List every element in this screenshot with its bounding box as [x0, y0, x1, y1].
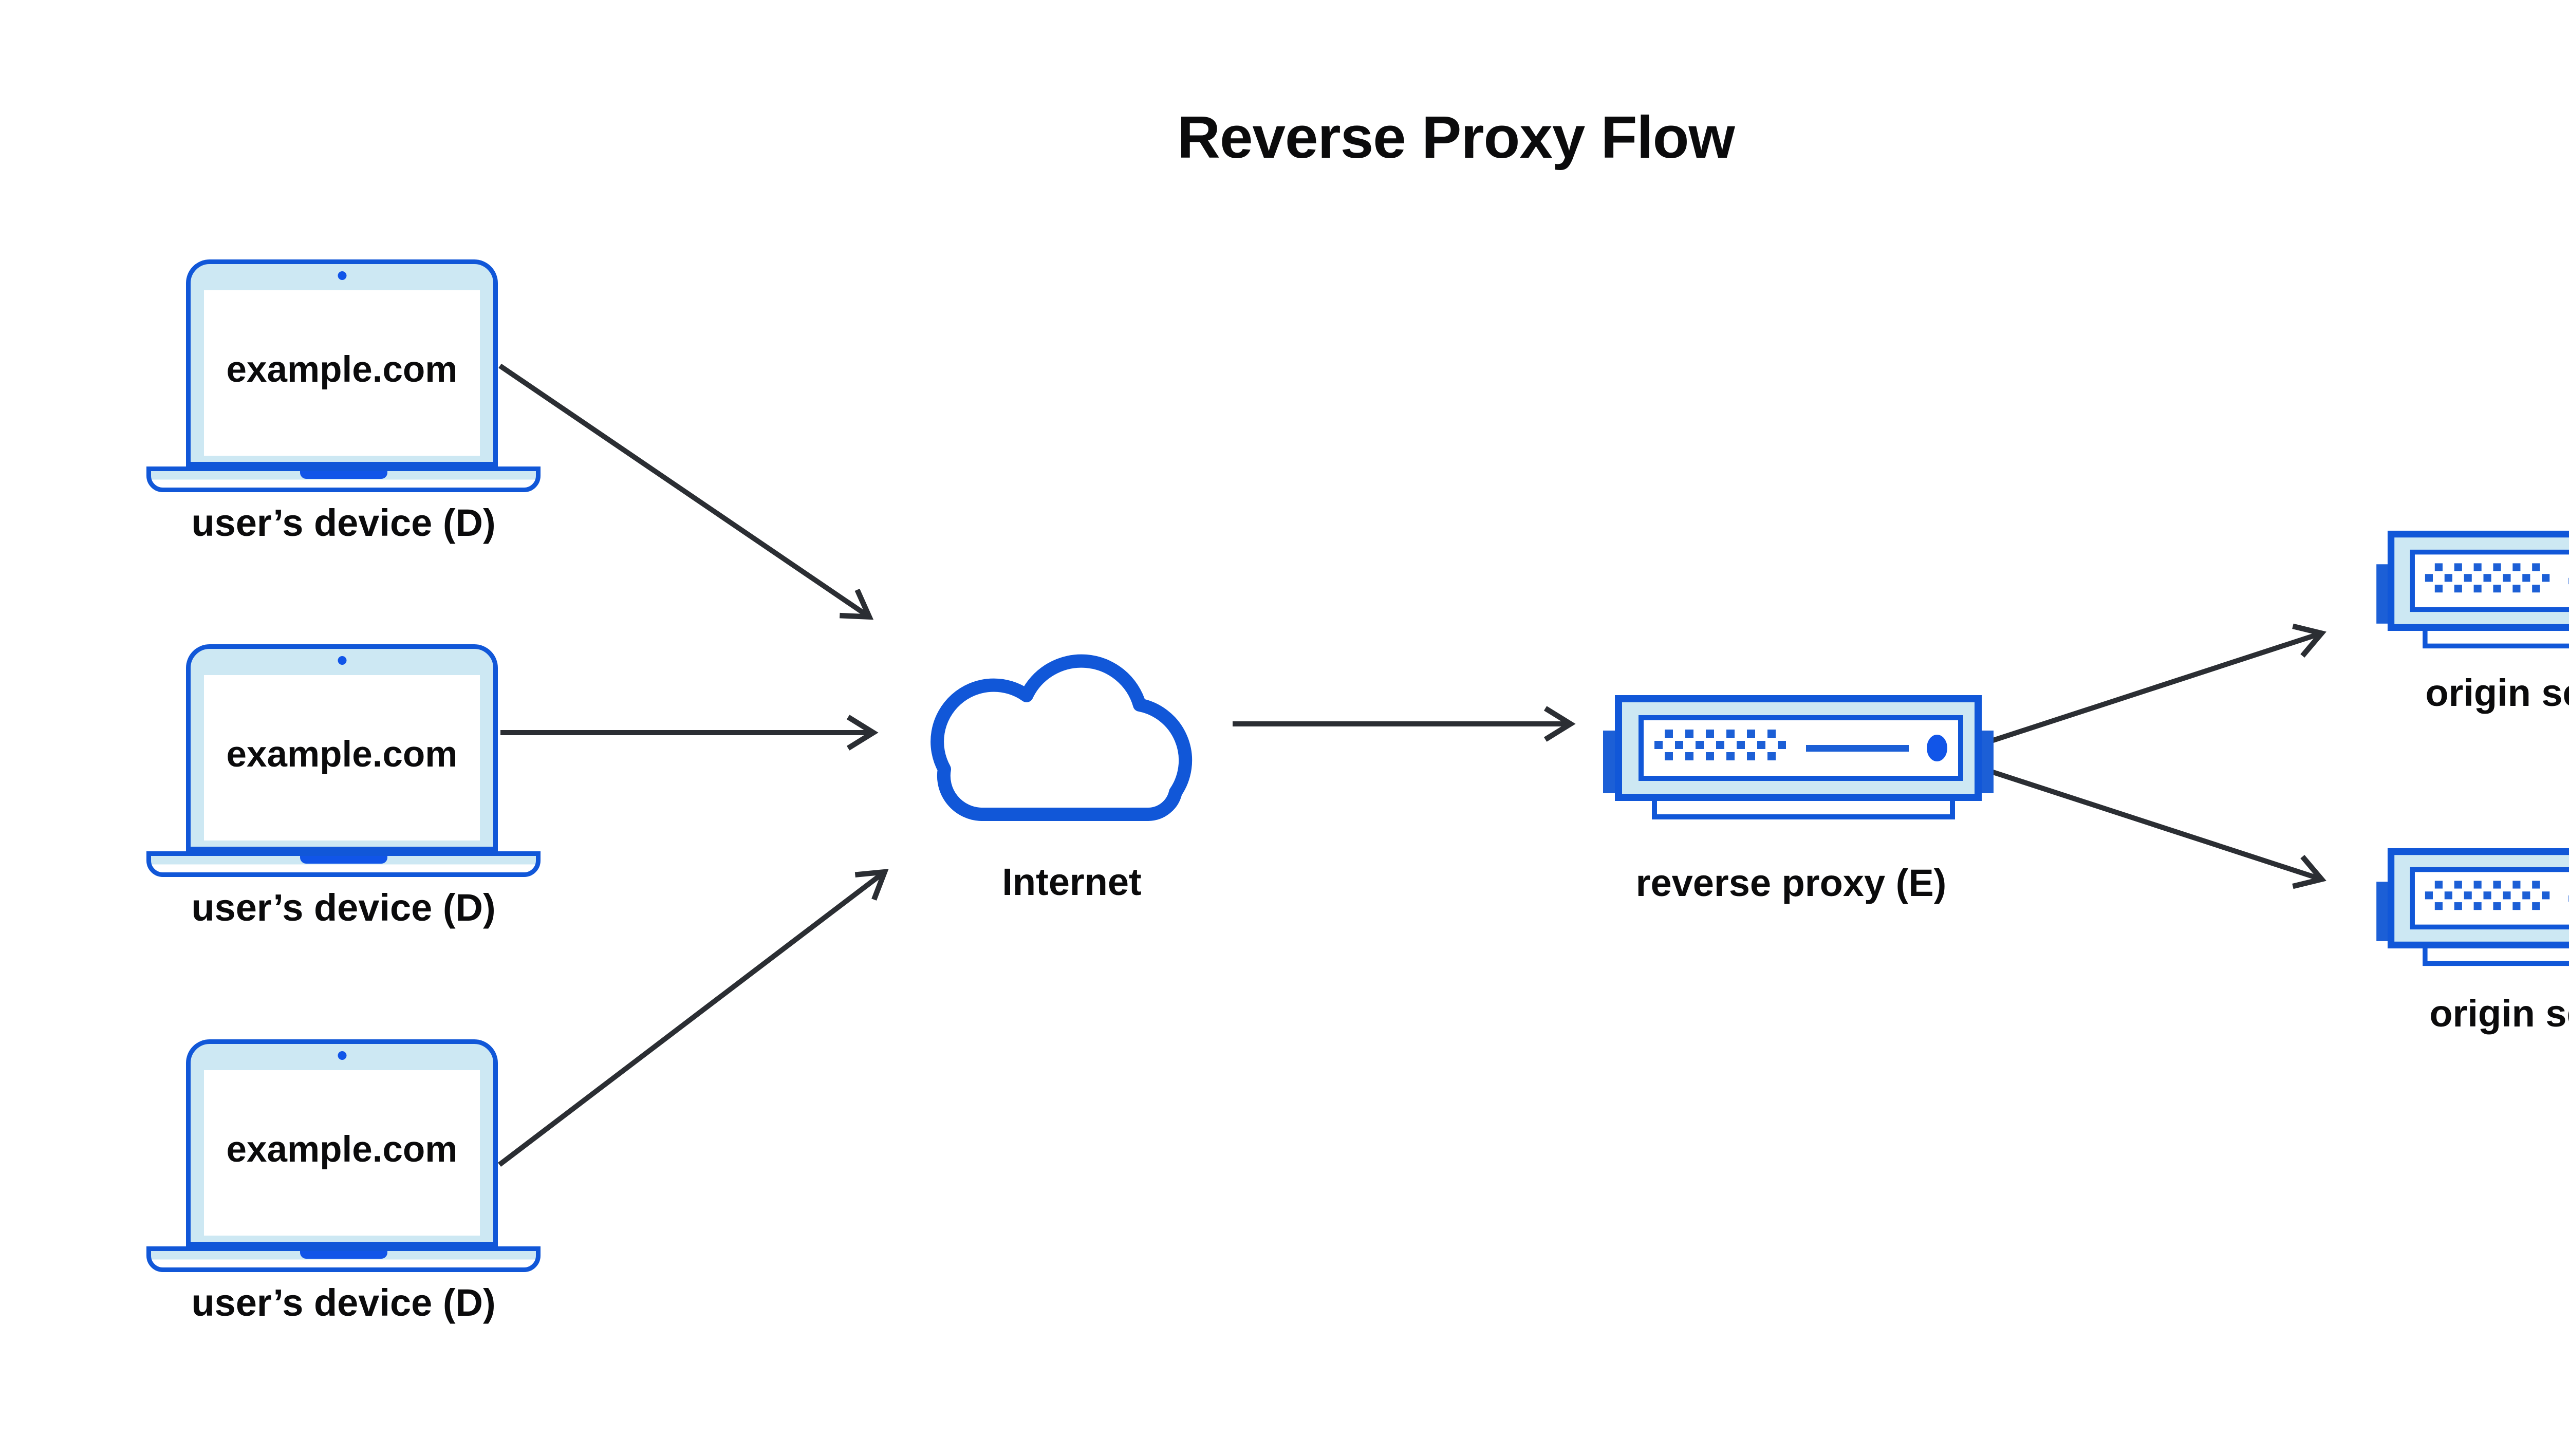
laptop-screen: example.com [186, 259, 498, 466]
device-screen-text: example.com [226, 1129, 458, 1170]
internet-label: Internet [1002, 861, 1142, 903]
laptop-icon: example.com user’s device (D) [146, 259, 541, 568]
arrow-device1-to-internet [498, 363, 874, 620]
server-icon [2376, 848, 2569, 967]
device-screen-text: example.com [226, 349, 458, 390]
laptop-icon: example.com user’s device (D) [146, 644, 541, 953]
laptop-base [146, 1246, 541, 1272]
laptop-display: example.com [204, 290, 480, 456]
device-label: user’s device (D) [191, 1281, 496, 1324]
reverse-proxy-label: reverse proxy (E) [1635, 862, 1947, 904]
origin-server-1-label: origin server (F) [2425, 671, 2569, 714]
laptop-screen: example.com [186, 644, 498, 851]
arrow-proxy-to-origin1 [1990, 623, 2326, 743]
laptop-base [146, 851, 541, 877]
laptop-notch [300, 471, 387, 479]
laptop-display: example.com [204, 675, 480, 841]
arrow-proxy-to-origin2 [1990, 769, 2326, 889]
laptop-base [146, 466, 541, 492]
laptop-notch [300, 856, 387, 864]
camera-dot-icon [338, 271, 346, 280]
camera-dot-icon [338, 1051, 346, 1060]
cloud-icon [930, 654, 1193, 821]
server-icon [1603, 695, 1994, 820]
laptop-notch [300, 1251, 387, 1259]
device-label: user’s device (D) [191, 501, 496, 544]
origin-server-2-label: origin server (F) [2429, 992, 2569, 1035]
camera-dot-icon [338, 656, 346, 665]
server-icon [2376, 530, 2569, 649]
laptop-display: example.com [204, 1070, 480, 1236]
device-label: user’s device (D) [191, 886, 496, 929]
arrow-device3-to-internet [497, 869, 889, 1167]
device-screen-text: example.com [226, 734, 458, 775]
diagram-title: Reverse Proxy Flow [1177, 104, 1735, 171]
laptop-screen: example.com [186, 1039, 498, 1246]
laptop-icon: example.com user’s device (D) [146, 1039, 541, 1348]
